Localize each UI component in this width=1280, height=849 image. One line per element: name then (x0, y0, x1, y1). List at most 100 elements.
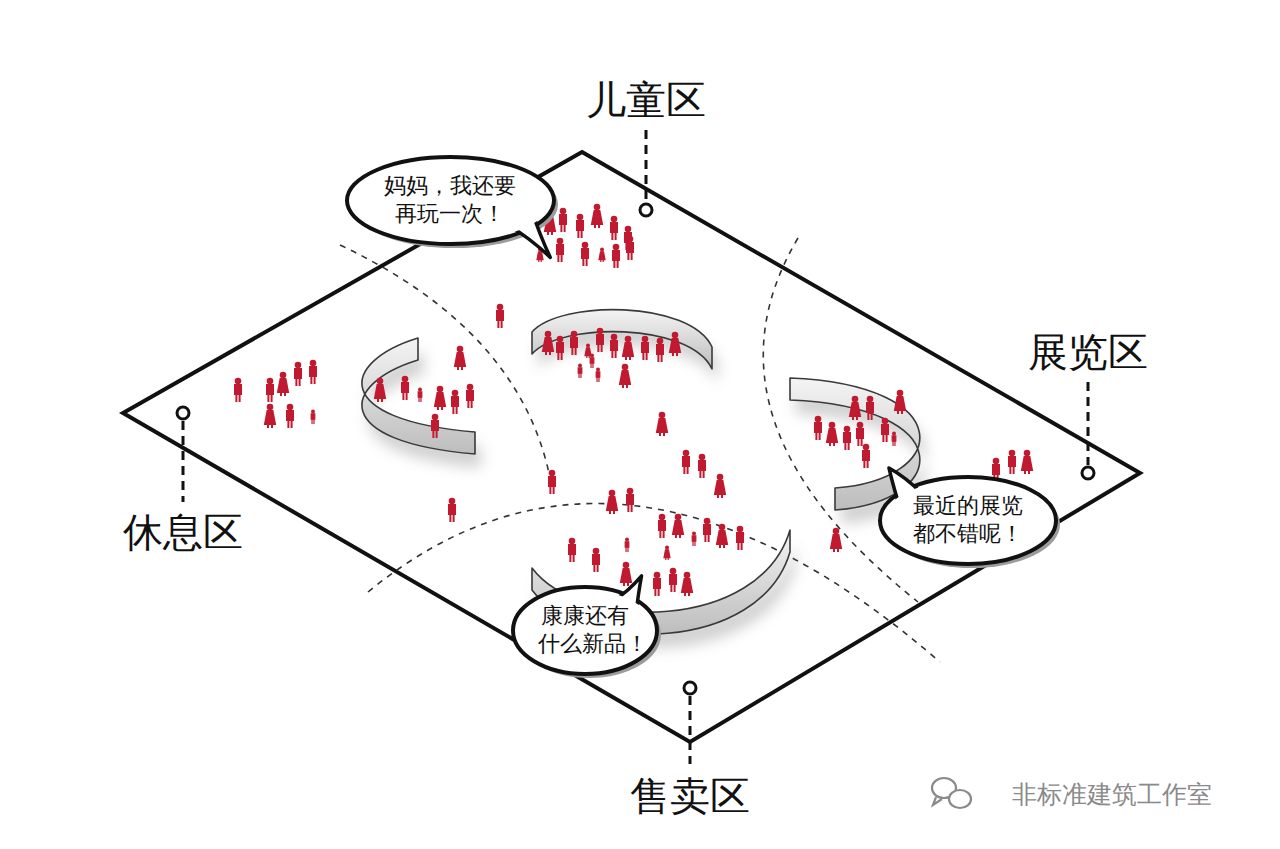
person-body (435, 393, 445, 410)
person-body (537, 252, 543, 262)
leader-line (182, 421, 185, 502)
person-figure (850, 396, 860, 420)
person-body (593, 555, 599, 572)
person-figure (704, 518, 711, 542)
bubble-text: 最近的展览 都不错呢！ (910, 492, 1027, 548)
person-figure (892, 431, 896, 446)
person-head (449, 498, 456, 505)
person-body (683, 457, 689, 474)
person-body (1009, 457, 1015, 474)
person-head (267, 378, 274, 385)
person-head (600, 247, 604, 251)
curved-wall (532, 310, 712, 369)
person-body (692, 536, 696, 546)
zone-boundaries (340, 238, 940, 662)
person-body (375, 385, 385, 402)
person-figure (577, 214, 584, 238)
person-body (467, 391, 473, 408)
person-body (278, 379, 288, 396)
person-figure (657, 338, 664, 362)
wechat-tail (933, 797, 942, 805)
person-figure (882, 418, 889, 442)
person-head (1009, 450, 1016, 457)
person-head (609, 490, 616, 497)
person-figure (659, 514, 666, 538)
person-body (620, 371, 630, 388)
person-head (692, 531, 696, 535)
zone-dots (177, 204, 1094, 694)
person-figure (375, 378, 385, 402)
person-head (833, 528, 840, 535)
person-body (857, 429, 863, 446)
person-figure (278, 372, 288, 396)
person-figure (599, 247, 605, 262)
person-head (625, 537, 629, 541)
person-figure (831, 528, 841, 552)
person-head (613, 244, 620, 251)
bubble-text: 康康还有 什么新品！ (538, 602, 633, 658)
person-figure (621, 562, 631, 586)
person-body (267, 385, 273, 402)
person-figure (597, 328, 604, 352)
person-figure (549, 470, 556, 494)
person-head (897, 390, 904, 397)
person-figure (654, 572, 661, 596)
wechat-icon (932, 778, 971, 808)
bubble-fill (883, 480, 1053, 561)
person-body (582, 249, 588, 266)
person-body (449, 505, 455, 522)
person-head (593, 548, 600, 555)
bubble-fill (516, 590, 654, 671)
person-head (557, 336, 564, 343)
person-figure (611, 216, 618, 240)
person-head (829, 422, 836, 429)
person-figure (682, 572, 692, 596)
person-body (654, 579, 660, 596)
person-figure (1009, 450, 1016, 474)
person-body (571, 338, 577, 355)
person-figure (620, 364, 630, 388)
person-body (592, 211, 602, 228)
person-head (844, 426, 851, 433)
person-head (863, 444, 870, 451)
person-figure (455, 346, 465, 370)
person-figure (692, 531, 696, 546)
person-figure (1022, 450, 1032, 474)
bubble-outline (877, 474, 1059, 567)
leader-lines (183, 130, 1088, 764)
person-head (452, 390, 459, 397)
person-figure (815, 416, 822, 440)
person-body (590, 358, 594, 368)
person-head (882, 418, 889, 425)
person-figure (418, 387, 422, 402)
person-body (607, 497, 617, 514)
person-body (585, 348, 591, 358)
floor-plane (123, 152, 1140, 742)
person-figure (664, 545, 670, 560)
person-figure (657, 412, 667, 436)
person-figure (310, 360, 317, 384)
person-figure (593, 548, 600, 572)
person-figure (670, 332, 680, 356)
person-head (1024, 450, 1031, 457)
speech-bubble: 最近的展览 都不错呢！ (877, 474, 1059, 567)
person-body (670, 339, 680, 356)
zone-label: 休息区 (123, 505, 243, 560)
person-head (590, 353, 594, 357)
person-head (457, 346, 464, 353)
person-figure (432, 414, 439, 438)
person-body (659, 521, 665, 538)
person-figure (497, 304, 504, 328)
leader-line (689, 696, 692, 764)
person-head (993, 458, 1000, 465)
speech-bubble: 妈妈，我还要 再玩一次！ (344, 154, 557, 247)
person-figure (557, 336, 564, 360)
person-figure (435, 386, 445, 410)
speech-bubble: 康康还有 什么新品！ (510, 584, 660, 677)
person-body (560, 215, 566, 232)
zone-label: 售卖区 (630, 769, 750, 824)
person-head (867, 396, 874, 403)
person-body (578, 368, 582, 378)
person-figure (699, 454, 706, 478)
walls (362, 310, 926, 648)
